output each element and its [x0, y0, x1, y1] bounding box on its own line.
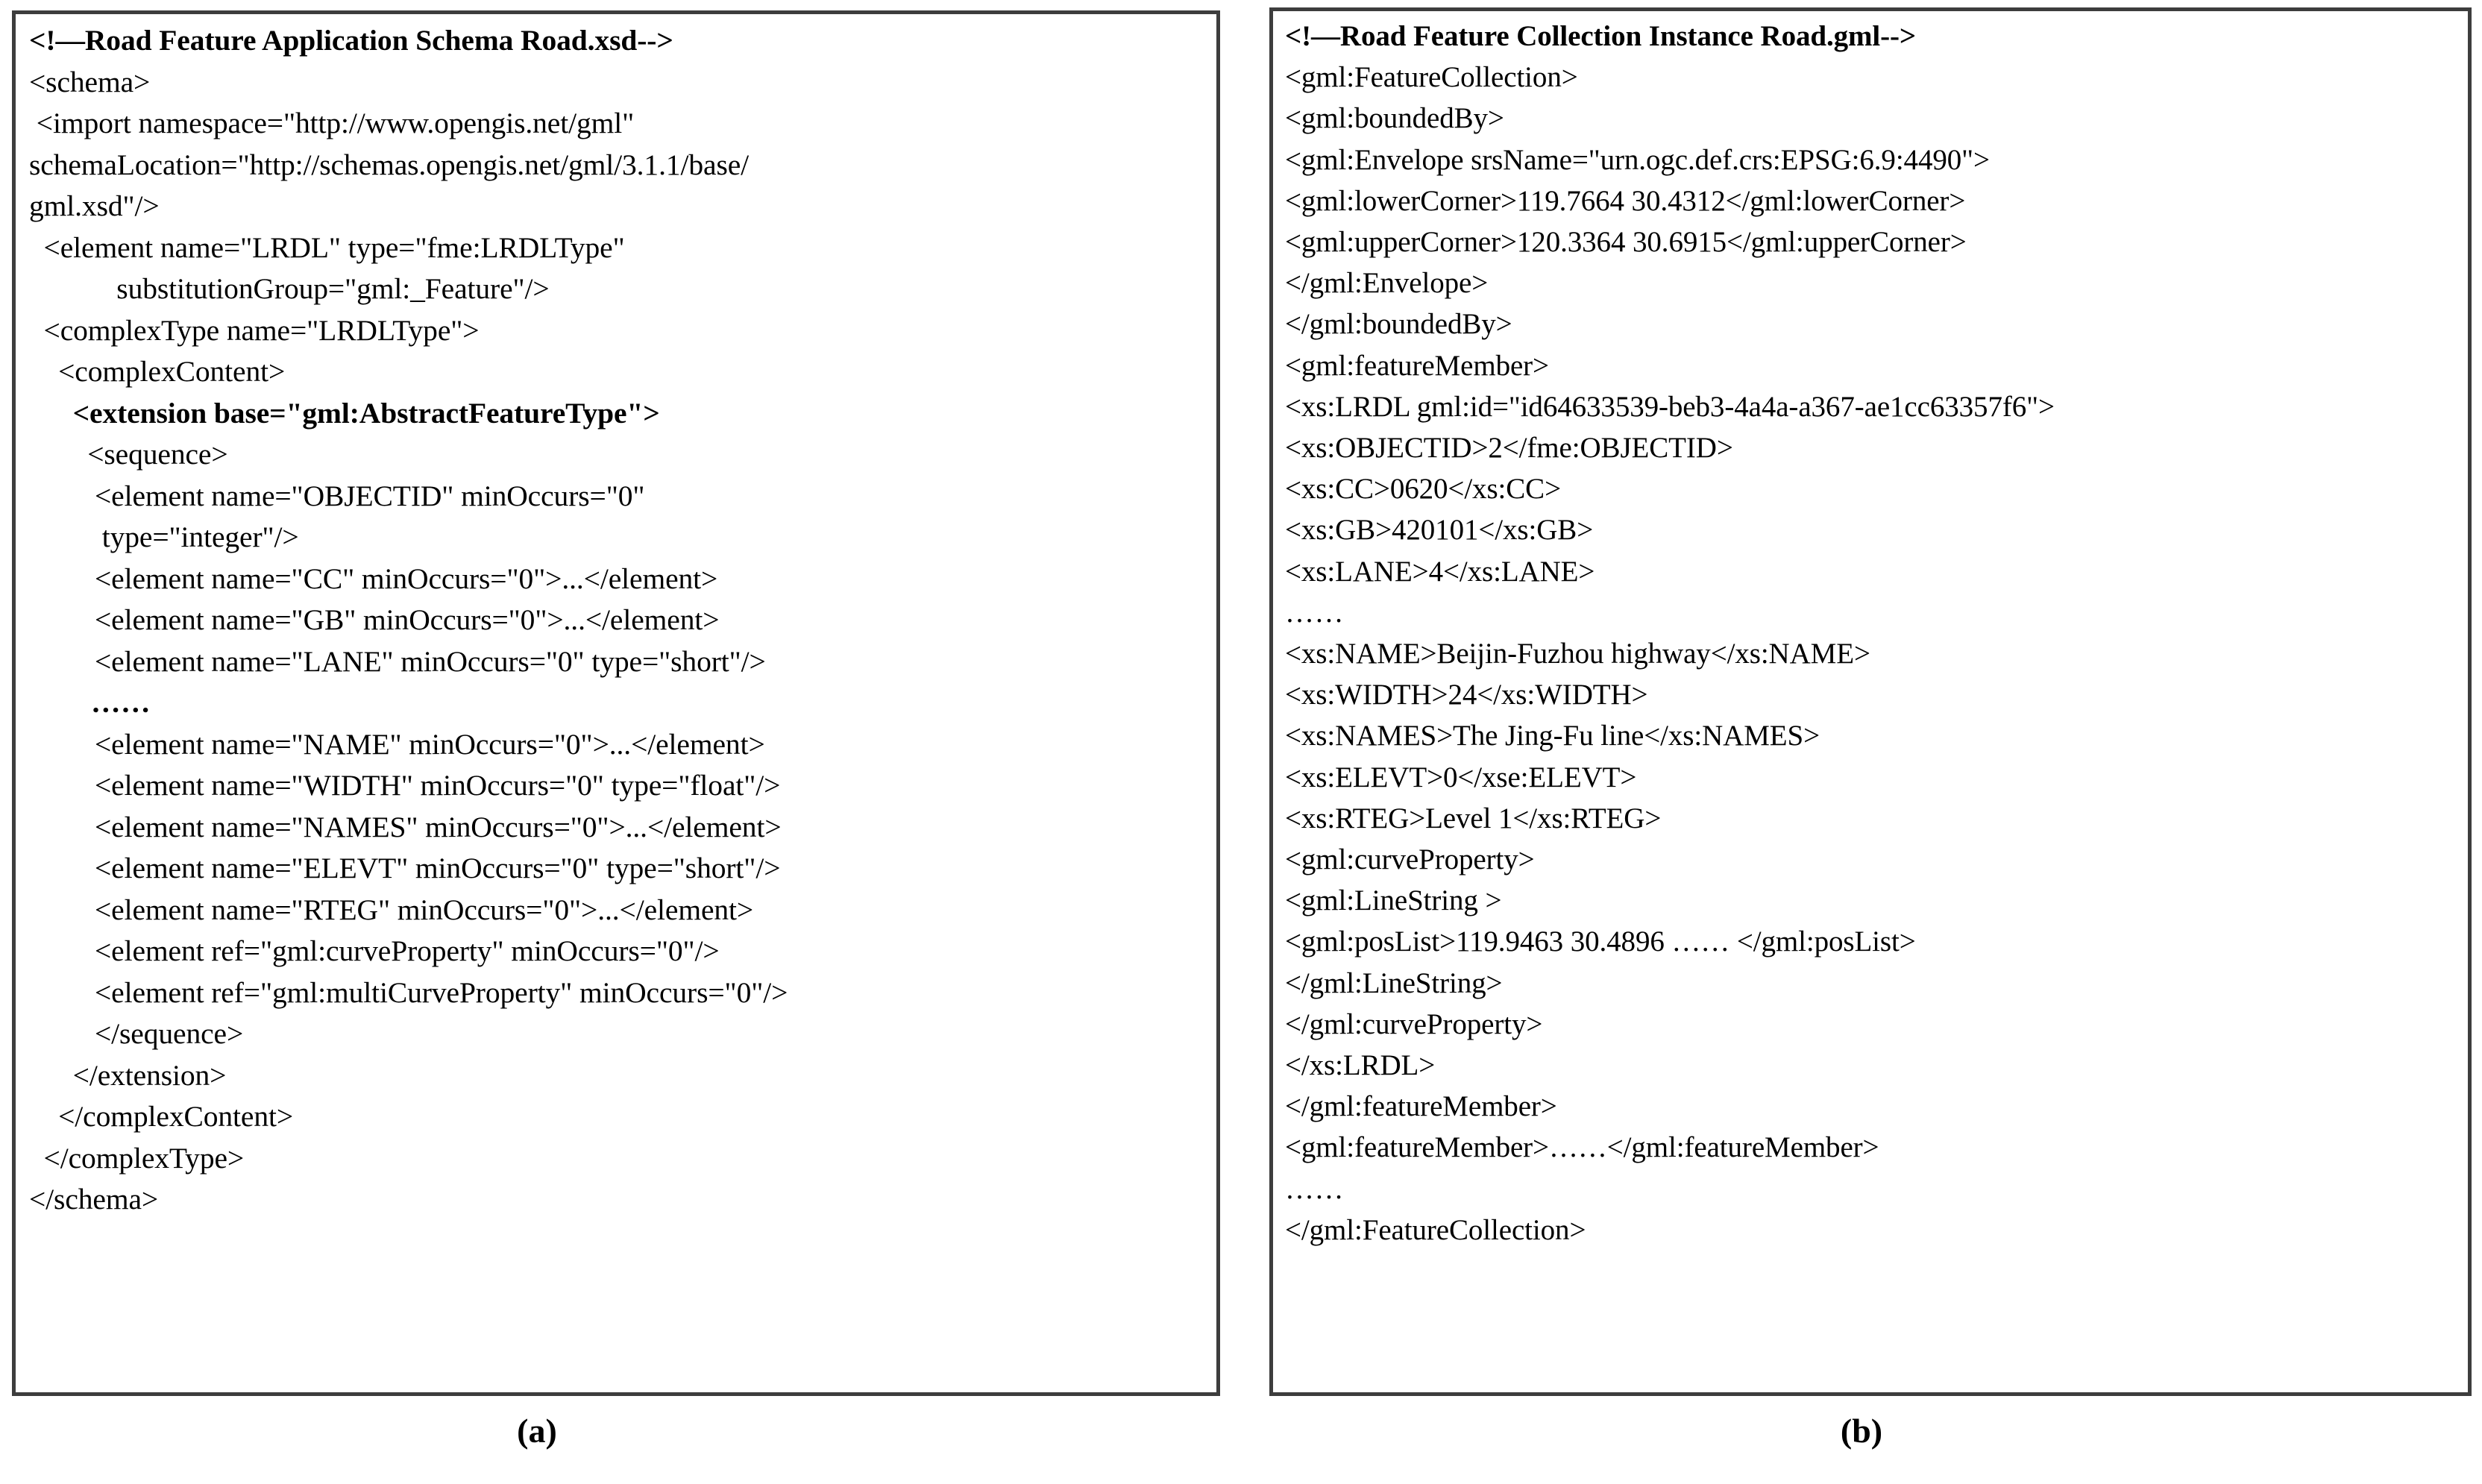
code-line: <xs:NAME>Beijin-Fuzhou highway</xs:NAME>	[1285, 638, 1870, 670]
code-line: ……	[1285, 1172, 1344, 1205]
code-line: <element name="ELEVT" minOccurs="0" type…	[29, 852, 781, 884]
code-line: <xs:WIDTH>24</xs:WIDTH>	[1285, 679, 1648, 711]
code-block-road-xsd: <!—Road Feature Application Schema Road.…	[29, 20, 1213, 1221]
code-line: </gml:featureMember>	[1285, 1090, 1557, 1123]
code-line: </complexContent>	[29, 1100, 294, 1133]
code-line: <extension base="gml:AbstractFeatureType…	[29, 396, 660, 430]
code-line: <xs:ELEVT>0</xse:ELEVT>	[1285, 761, 1637, 793]
code-line: </schema>	[29, 1183, 159, 1216]
code-line: <gml:featureMember>……</gml:featureMember…	[1285, 1131, 1879, 1164]
code-line: <import namespace="http://www.opengis.ne…	[29, 107, 635, 139]
code-line: <gml:LineString >	[1285, 884, 1502, 917]
code-line: <element ref="gml:multiCurveProperty" mi…	[29, 975, 788, 1009]
code-line: <element name="GB" minOccurs="0">...</el…	[29, 603, 720, 636]
code-line: </complexType>	[29, 1141, 245, 1175]
code-line: <element name="RTEG" minOccurs="0">...</…	[29, 893, 754, 926]
code-line: </gml:curveProperty>	[1285, 1007, 1543, 1040]
code-line: <gml:upperCorner>120.3364 30.6915</gml:u…	[1285, 226, 1967, 259]
code-line: <element name="LANE" minOccurs="0" type=…	[29, 644, 766, 678]
code-line: </gml:boundedBy>	[1285, 308, 1512, 341]
code-line: <element ref="gml:curveProperty" minOccu…	[29, 934, 720, 967]
code-line: <xs:CC>0620</xs:CC>	[1285, 473, 1561, 506]
code-line: ……	[29, 686, 151, 719]
code-line: <!—Road Feature Collection Instance Road…	[1285, 20, 1917, 52]
code-line: <xs:LANE>4</xs:LANE>	[1285, 555, 1595, 588]
code-line: <gml:curveProperty>	[1285, 843, 1535, 876]
panel-b-caption: (b)	[1840, 1412, 1883, 1450]
code-line: substitutionGroup="gml:_Feature"/>	[29, 272, 550, 305]
code-line: schemaLocation="http://schemas.opengis.n…	[29, 148, 750, 181]
code-line: <complexType name="LRDLType">	[29, 313, 480, 347]
code-line: <schema>	[29, 65, 151, 98]
panel-a-schema-listing: <!—Road Feature Application Schema Road.…	[12, 10, 1220, 1396]
panel-a-caption: (a)	[517, 1412, 557, 1450]
code-line: <element name="NAME" minOccurs="0">...</…	[29, 727, 765, 761]
code-line: </gml:LineString>	[1285, 966, 1503, 999]
code-line: <element name="CC" minOccurs="0">...</el…	[29, 562, 718, 595]
code-line: </gml:Envelope>	[1285, 267, 1489, 300]
code-line: </gml:FeatureCollection>	[1285, 1213, 1586, 1246]
code-line: <xs:LRDL gml:id="id64633539-beb3-4a4a-a3…	[1285, 390, 2055, 423]
code-line: <gml:Envelope srsName="urn.ogc.def.crs:E…	[1285, 143, 1990, 176]
code-line: <element name="OBJECTID" minOccurs="0"	[29, 479, 645, 512]
code-line: <gml:featureMember>	[1285, 349, 1549, 382]
code-line: <element name="WIDTH" minOccurs="0" type…	[29, 769, 781, 802]
code-line: <gml:posList>119.9463 30.4896 …… </gml:p…	[1285, 925, 1916, 958]
code-line: ……	[1285, 596, 1344, 629]
code-line: <!—Road Feature Application Schema Road.…	[29, 24, 673, 57]
code-line: <sequence>	[29, 438, 228, 471]
code-line: gml.xsd"/>	[29, 189, 160, 222]
code-line: <gml:lowerCorner>119.7664 30.4312</gml:l…	[1285, 184, 1966, 217]
code-line: <xs:RTEG>Level 1</xs:RTEG>	[1285, 802, 1662, 834]
code-line: <xs:OBJECTID>2</fme:OBJECTID>	[1285, 432, 1733, 465]
code-block-road-gml: <!—Road Feature Collection Instance Road…	[1285, 16, 2465, 1251]
code-line: <xs:NAMES>The Jing-Fu line</xs:NAMES>	[1285, 720, 1820, 752]
code-line: type="integer"/>	[29, 521, 299, 553]
code-line: <gml:boundedBy>	[1285, 102, 1504, 135]
code-line: </sequence>	[29, 1017, 244, 1050]
code-line: <gml:FeatureCollection>	[1285, 61, 1578, 94]
code-line: <xs:GB>420101</xs:GB>	[1285, 514, 1594, 547]
code-line: </extension>	[29, 1058, 227, 1092]
code-line: <element name="NAMES" minOccurs="0">...<…	[29, 810, 782, 843]
code-line: <element name="LRDL" type="fme:LRDLType"	[29, 230, 625, 264]
code-line: <complexContent>	[29, 355, 286, 388]
panel-b-instance-listing: <!—Road Feature Collection Instance Road…	[1269, 7, 2472, 1396]
code-line: </xs:LRDL>	[1285, 1049, 1436, 1082]
